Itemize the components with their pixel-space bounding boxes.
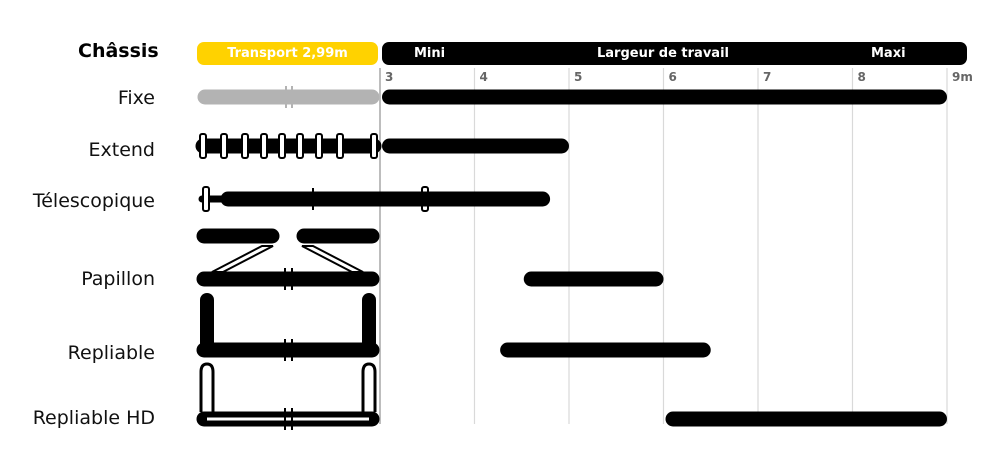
row-label-extend: Extend — [88, 139, 156, 161]
bar-layer — [382, 89, 947, 427]
working-width-label: Largeur de travail — [597, 46, 729, 61]
x-tick-label: 7 — [763, 70, 772, 84]
extend-chassis-icon — [195, 133, 382, 159]
min-label: Mini — [414, 46, 446, 61]
x-tick-label: 9m — [952, 70, 973, 84]
row-label-repliable-hd: Repliable HD — [32, 407, 155, 429]
x-tick-label: 3 — [385, 70, 394, 84]
x-tick-label: 4 — [479, 70, 488, 84]
papillon-chassis-icon — [196, 228, 380, 290]
row-label-papillon: Papillon — [81, 268, 155, 290]
row-label-repliable: Repliable — [67, 342, 155, 364]
repliable-chassis-icon — [196, 293, 380, 361]
max-label: Maxi — [871, 46, 906, 61]
x-tick-label: 6 — [668, 70, 677, 84]
row-label-fixe: Fixe — [117, 87, 155, 109]
fixe-chassis-icon — [197, 86, 380, 108]
row-label-telescopique: Télescopique — [32, 190, 155, 212]
working-width-header — [382, 42, 967, 65]
grid-layer — [379, 68, 948, 424]
repliable-hd-chassis-icon — [196, 362, 380, 430]
transport-header: Transport 2,99m — [197, 42, 378, 65]
chart-title: Châssis — [78, 40, 159, 62]
x-tick-label: 8 — [857, 70, 866, 84]
x-tick-label: 5 — [574, 70, 583, 84]
